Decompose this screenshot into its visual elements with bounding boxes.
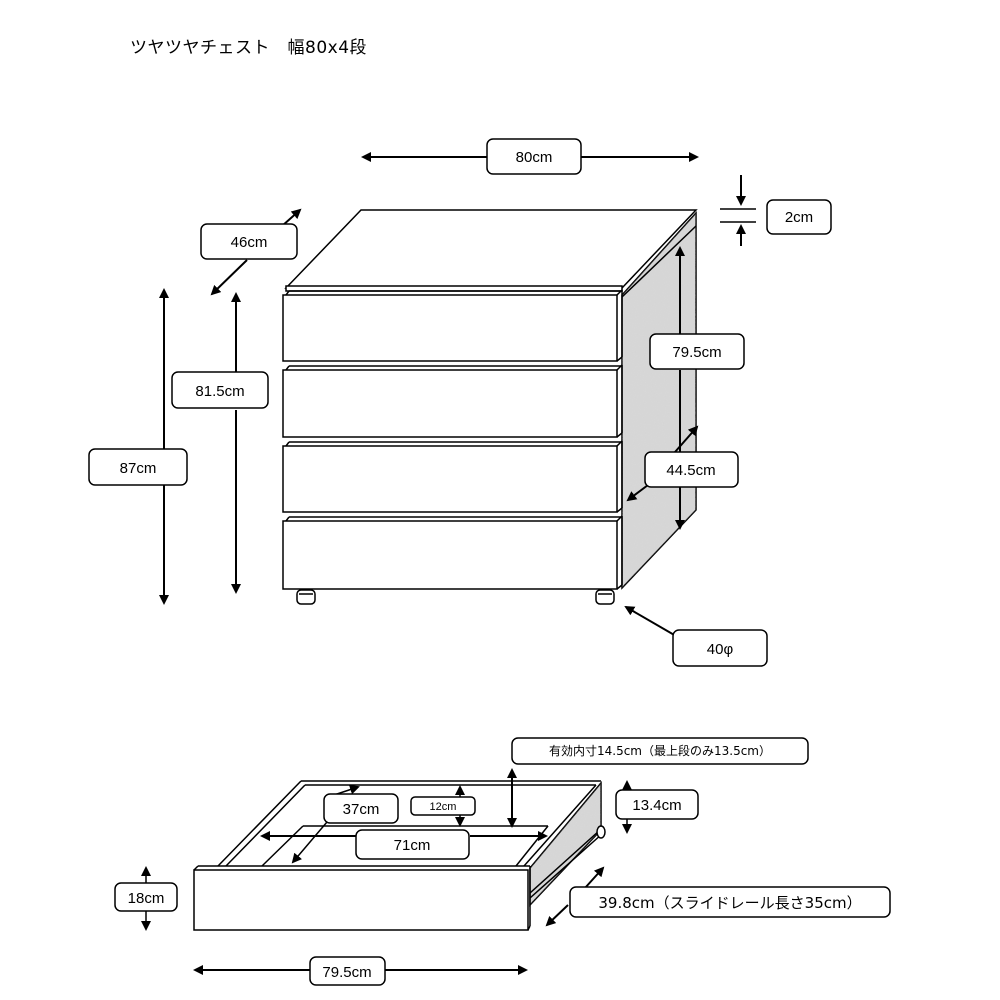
- body-height-label: 81.5cm: [195, 383, 244, 400]
- drawer-front-panel: [193, 869, 529, 931]
- drawer-front-4: [282, 515, 623, 590]
- drawer-inner-depth-label: 37cm: [343, 801, 380, 818]
- drawer-inner-depth-label-box: [323, 793, 399, 824]
- drawer-front-height-label: 18cm: [128, 890, 165, 907]
- drawer-front-1: [282, 289, 623, 362]
- width-label: 80cm: [516, 149, 553, 166]
- drawer-front-3: [282, 440, 623, 513]
- total-height-label-box: [88, 448, 188, 486]
- inner-height-label: 79.5cm: [672, 344, 721, 361]
- drawer-depth-rail-label: 39.8cm（スライドレール長さ35cm）: [598, 894, 861, 912]
- effective-inner-label: 有効内寸14.5cm（最上段のみ13.5cm）: [549, 743, 771, 758]
- width-label-box: [486, 138, 582, 175]
- side-depth-label: 44.5cm: [666, 462, 715, 479]
- drawer-front-width-label: 79.5cm: [322, 964, 371, 981]
- page-title: ツヤツヤチェスト 幅80x4段: [130, 38, 368, 58]
- top-thickness-label-box: [766, 199, 832, 235]
- drawer-side-height-label: 13.4cm: [632, 797, 681, 814]
- drawer-inner-height-label-box: [410, 796, 476, 816]
- top-thickness-label: 2cm: [785, 209, 813, 226]
- side-depth-label-box: [644, 451, 739, 488]
- body-height-label-box: [171, 371, 269, 409]
- caster-label-box: [672, 629, 768, 667]
- drawer-illustration: [193, 780, 606, 931]
- caster-right: [595, 589, 615, 605]
- effective-inner-label-box: [511, 737, 809, 765]
- chest-top: [284, 209, 698, 289]
- drawer-front-2: [282, 364, 623, 438]
- caster-label: 40φ: [707, 641, 734, 658]
- total-height-label: 87cm: [120, 460, 157, 477]
- drawer-front-width-label-box: [309, 956, 386, 986]
- drawer-inner-height-label: 12cm: [430, 801, 457, 813]
- drawer-inner-width-label-box: [355, 829, 470, 860]
- caster-left: [296, 589, 316, 605]
- inner-height-label-box: [649, 333, 745, 370]
- depth-label-box: [200, 223, 298, 260]
- depth-label: 46cm: [231, 234, 268, 251]
- drawer-depth-rail-label-box: [569, 886, 891, 918]
- drawer-inner-width-label: 71cm: [394, 837, 431, 854]
- drawer-side-height-label-box: [615, 789, 699, 820]
- drawer-front-height-label-box: [114, 882, 178, 912]
- chest-illustration: [282, 209, 698, 605]
